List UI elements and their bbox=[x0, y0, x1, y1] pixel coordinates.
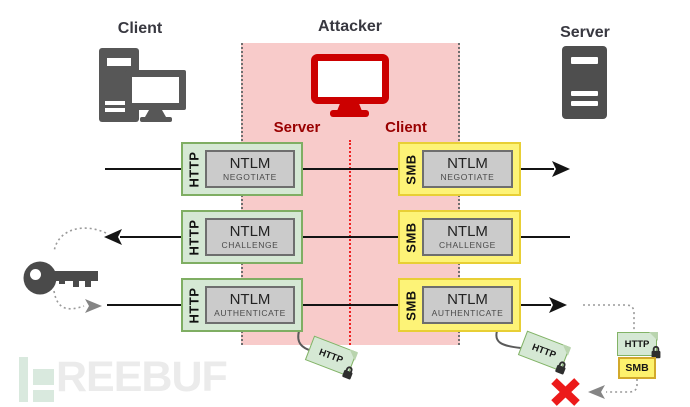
msg-box-smb-negotiate: SMB NTLM NEGOTIATE bbox=[398, 142, 521, 196]
protocol-label: SMB bbox=[403, 153, 419, 185]
red-x-icon bbox=[551, 378, 580, 406]
padlock-icon bbox=[342, 366, 353, 380]
arrowhead-key-dotted bbox=[85, 299, 102, 313]
msg-box-http-negotiate: HTTP NTLM NEGOTIATE bbox=[181, 142, 303, 196]
ntlm-message: NTLM AUTHENTICATE bbox=[205, 286, 295, 324]
msg-box-http-authenticate: HTTP NTLM AUTHENTICATE bbox=[181, 278, 303, 332]
ntlm-message: NTLM CHALLENGE bbox=[205, 218, 295, 256]
tag-label: HTTP bbox=[317, 346, 345, 366]
attacker-client-role-label: Client bbox=[385, 119, 427, 136]
http-signed-tag-left: HTTP bbox=[304, 335, 358, 380]
folded-corner bbox=[559, 343, 571, 356]
server-label: Server bbox=[560, 24, 610, 41]
tag-label: SMB bbox=[625, 362, 649, 374]
attacker-label: Attacker bbox=[317, 18, 383, 35]
http-signed-tag-right: HTTP bbox=[517, 330, 571, 375]
smb-tag-stack: SMB bbox=[618, 357, 656, 379]
protocol-label: SMB bbox=[403, 221, 419, 253]
key-dotted-curves bbox=[53, 227, 107, 310]
watermark-logo-bar bbox=[19, 357, 28, 402]
key-icon bbox=[23, 261, 98, 295]
attacker-zone-divider bbox=[349, 140, 351, 345]
msg-box-http-challenge: HTTP NTLM CHALLENGE bbox=[181, 210, 303, 264]
freebuf-watermark: REEBUF bbox=[18, 352, 238, 404]
desktop-computer-icon bbox=[99, 48, 186, 122]
protocol-label: SMB bbox=[403, 289, 419, 321]
client-label: Client bbox=[117, 20, 163, 37]
arrowhead-authenticate-right bbox=[549, 297, 567, 313]
watermark-logo-block bbox=[33, 369, 54, 385]
protocol-label: HTTP bbox=[186, 219, 202, 255]
ntlm-message: NTLM NEGOTIATE bbox=[205, 150, 295, 188]
ntlm-message: NTLM NEGOTIATE bbox=[422, 150, 513, 188]
watermark-text: REEBUF bbox=[56, 353, 228, 401]
padlock-icon bbox=[555, 361, 566, 375]
tag-label: HTTP bbox=[624, 338, 650, 350]
attacker-server-role-label: Server bbox=[273, 119, 321, 136]
arrowhead-negotiate-right bbox=[552, 161, 570, 177]
folded-corner bbox=[346, 348, 358, 361]
server-tower-icon bbox=[562, 46, 607, 119]
tag-label: HTTP bbox=[530, 341, 558, 361]
ntlm-message: NTLM CHALLENGE bbox=[422, 218, 513, 256]
ntlm-message: NTLM AUTHENTICATE bbox=[422, 286, 513, 324]
arrowhead-challenge-left bbox=[104, 229, 122, 245]
protocol-label: HTTP bbox=[186, 151, 202, 187]
padlock-icon bbox=[651, 345, 661, 359]
protocol-label: HTTP bbox=[186, 287, 202, 323]
http-signed-tag-stack: HTTP bbox=[617, 331, 661, 359]
msg-box-smb-authenticate: SMB NTLM AUTHENTICATE bbox=[398, 278, 521, 332]
arrowhead-blocked-dotted bbox=[588, 385, 605, 399]
folded-corner bbox=[648, 331, 658, 341]
watermark-logo-block bbox=[33, 390, 54, 402]
msg-box-smb-challenge: SMB NTLM CHALLENGE bbox=[398, 210, 521, 264]
